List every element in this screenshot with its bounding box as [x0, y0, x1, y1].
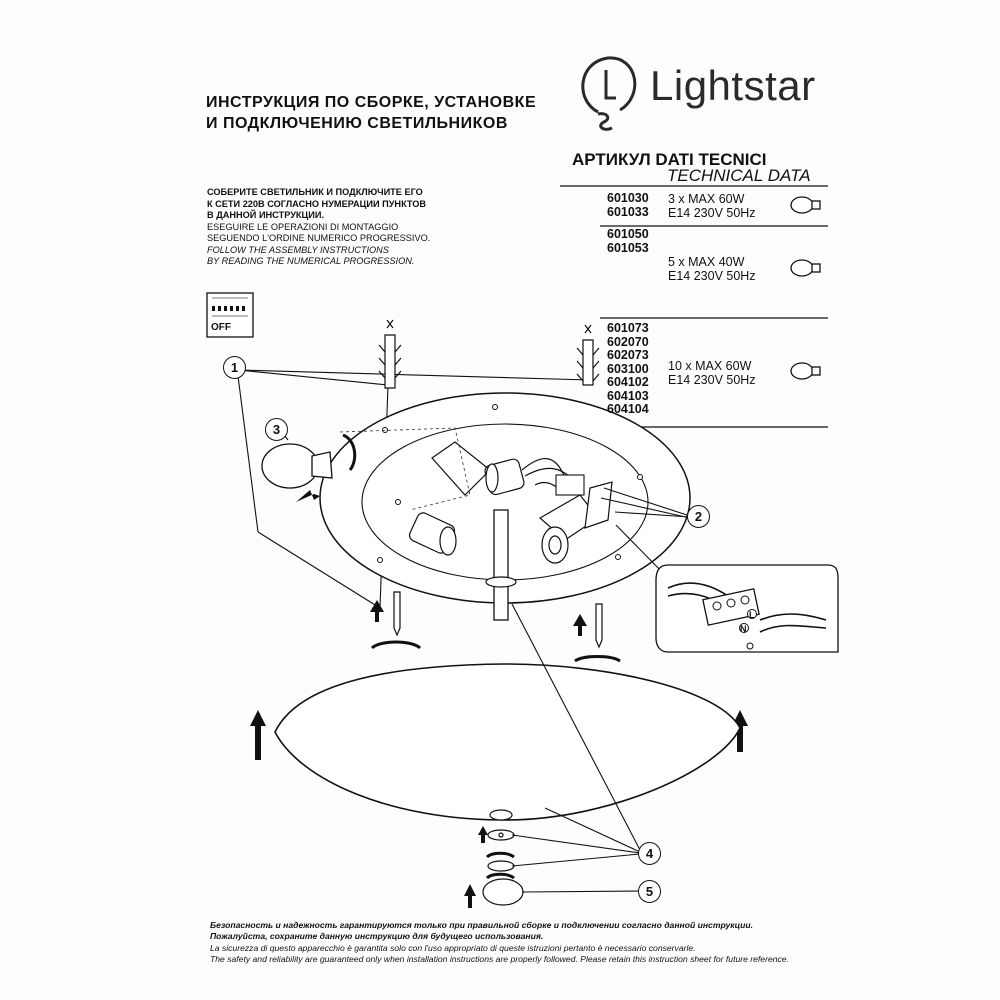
product-code: 603100	[607, 361, 649, 376]
footer-line-ru-1: Безопасность и надежность гарантируются …	[210, 920, 754, 930]
spec-electrical-2: E14 230V 50Hz	[668, 269, 756, 283]
base-plate	[319, 392, 691, 621]
neutral-terminal-label: N	[740, 624, 747, 634]
instr-it-1: ESEGUIRE LE OPERAZIONI DI MONTAGGIO	[207, 221, 399, 232]
spec-electrical-1: E14 230V 50Hz	[668, 206, 756, 220]
product-code: 604103	[607, 388, 649, 403]
glass-shade	[274, 663, 741, 821]
product-code: 601073	[607, 321, 649, 335]
finial-parts	[482, 809, 524, 906]
callout-4: 4	[638, 842, 661, 865]
mounting-screws	[393, 591, 603, 649]
footer-line-en: The safety and reliability are guarantee…	[210, 953, 789, 964]
up-arrows	[250, 490, 748, 908]
title-line-1: ИНСТРУКЦИЯ ПО СБОРКЕ, УСТАНОВКЕ	[206, 94, 537, 111]
bulb-3	[261, 443, 333, 489]
assembly-instructions: СОБЕРИТЕ СВЕТИЛЬНИК И ПОДКЛЮЧИТЕ ЕГО К С…	[207, 187, 430, 268]
product-code: 601030	[607, 191, 649, 205]
product-code: 602070	[607, 334, 649, 349]
product-code: 604102	[607, 375, 649, 389]
instr-en-1: FOLLOW THE ASSEMBLY INSTRUCTIONS	[207, 244, 389, 255]
product-code: 601033	[607, 204, 649, 219]
bulb-icon-3	[790, 362, 821, 380]
bulb-icon-1	[790, 196, 821, 214]
product-codes-group-1: 601030 601033	[607, 191, 649, 219]
technical-subheading: TECHNICAL DATA	[667, 166, 811, 185]
product-codes-group-2: 601050 601053	[607, 227, 649, 255]
callout-1: 1	[223, 356, 246, 379]
product-code: 604104	[607, 402, 649, 416]
spec-electrical-3: E14 230V 50Hz	[668, 373, 756, 387]
callout-5: 5	[638, 880, 661, 903]
spec-power-3: 10 x MAX 60W	[668, 359, 752, 373]
footer-line-ru-2: Пожалуйста, сохраните данную инструкцию …	[210, 931, 544, 942]
instr-it-2: SEGUENDO L'ORDINE NUMERICO PROGRESSIVO.	[207, 233, 431, 243]
switch-panel-icon	[206, 292, 254, 338]
brand-logo-text: Lightstar	[650, 62, 816, 109]
footer-line-it: La sicurezza di questo apparecchio è gar…	[210, 942, 696, 953]
technical-heading: АРТИКУЛ DATI TECNICI	[572, 150, 767, 169]
instr-ru-1: СОБЕРИТЕ СВЕТИЛЬНИК И ПОДКЛЮЧИТЕ ЕГО	[207, 187, 423, 197]
rotate-arrows	[342, 433, 621, 880]
page-title: ИНСТРУКЦИЯ ПО СБОРКЕ, УСТАНОВКЕ И ПОДКЛЮ…	[206, 92, 536, 134]
wall-plugs	[378, 319, 600, 389]
table-lines	[560, 185, 828, 428]
bulb-icon-2	[790, 259, 821, 277]
product-code: 601050	[607, 227, 649, 241]
callout-3: 3	[265, 418, 288, 441]
wiring-inset	[655, 564, 839, 653]
product-code: 601053	[607, 240, 649, 255]
instr-en-2: BY READING THE NUMERICAL PROGRESSION.	[207, 256, 415, 266]
title-line-2: И ПОДКЛЮЧЕНИЮ СВЕТИЛЬНИКОВ	[206, 115, 508, 132]
instr-ru-2: К СЕТИ 220В СОГЛАСНО НУМЕРАЦИИ ПУНКТОВ	[207, 198, 427, 209]
instr-ru-3: В ДАННОЙ ИНСТРУКЦИИ.	[207, 210, 324, 220]
product-codes-group-3: 601073 602070 602073 603100 604102 60410…	[607, 321, 649, 417]
spec-power-2: 5 x MAX 40W	[668, 255, 745, 269]
lightstar-logo-icon	[581, 56, 637, 131]
switch-off-label: OFF	[211, 322, 231, 333]
live-terminal-label: L	[749, 610, 755, 620]
safety-footer: Безопасность и надежность гарантируются …	[210, 920, 789, 965]
spec-power-1: 3 x MAX 60W	[668, 192, 745, 206]
product-code: 602073	[607, 348, 649, 362]
callout-2: 2	[687, 505, 710, 528]
